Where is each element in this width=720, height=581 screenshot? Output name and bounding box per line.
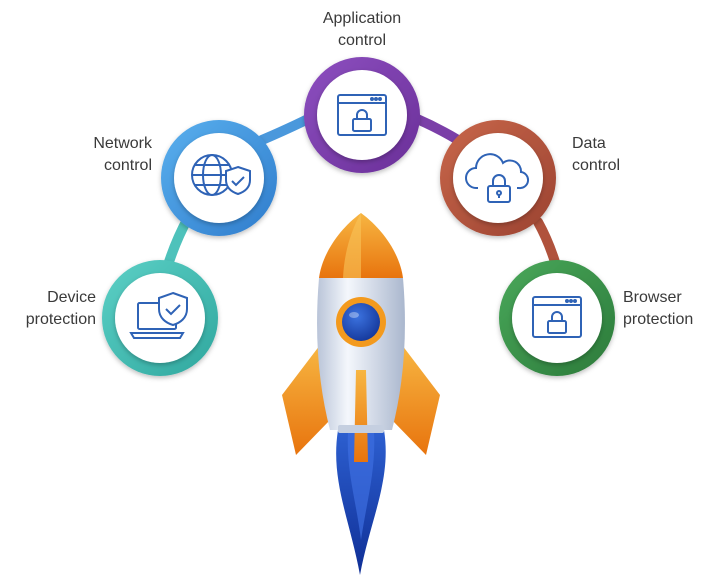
node-device[interactable] xyxy=(102,260,218,376)
label-network: Network control xyxy=(93,135,152,174)
cloud-lock-icon xyxy=(465,153,530,203)
label-application: Application control xyxy=(322,10,402,49)
node-network[interactable] xyxy=(161,120,277,236)
connector-network-application xyxy=(257,113,315,145)
node-application[interactable] xyxy=(304,57,420,173)
browser-lock-icon xyxy=(532,296,582,338)
connector-device-network xyxy=(163,213,193,270)
laptop-shield-icon xyxy=(129,291,188,339)
rocket-fin-right xyxy=(392,345,440,455)
connector-application-data xyxy=(410,113,463,145)
rocket-fin-center xyxy=(354,370,368,462)
label-device: Device protection xyxy=(25,289,96,328)
node-browser[interactable] xyxy=(499,260,615,376)
node-data[interactable] xyxy=(440,120,556,236)
rocket-icon xyxy=(282,213,440,575)
connector-data-browser xyxy=(533,217,560,267)
label-data: Data control xyxy=(572,135,621,174)
rocket-fin-left xyxy=(282,345,330,455)
label-browser: Browser protection xyxy=(623,289,694,328)
globe-shield-icon xyxy=(191,154,251,196)
browser-lock-icon xyxy=(337,94,387,136)
